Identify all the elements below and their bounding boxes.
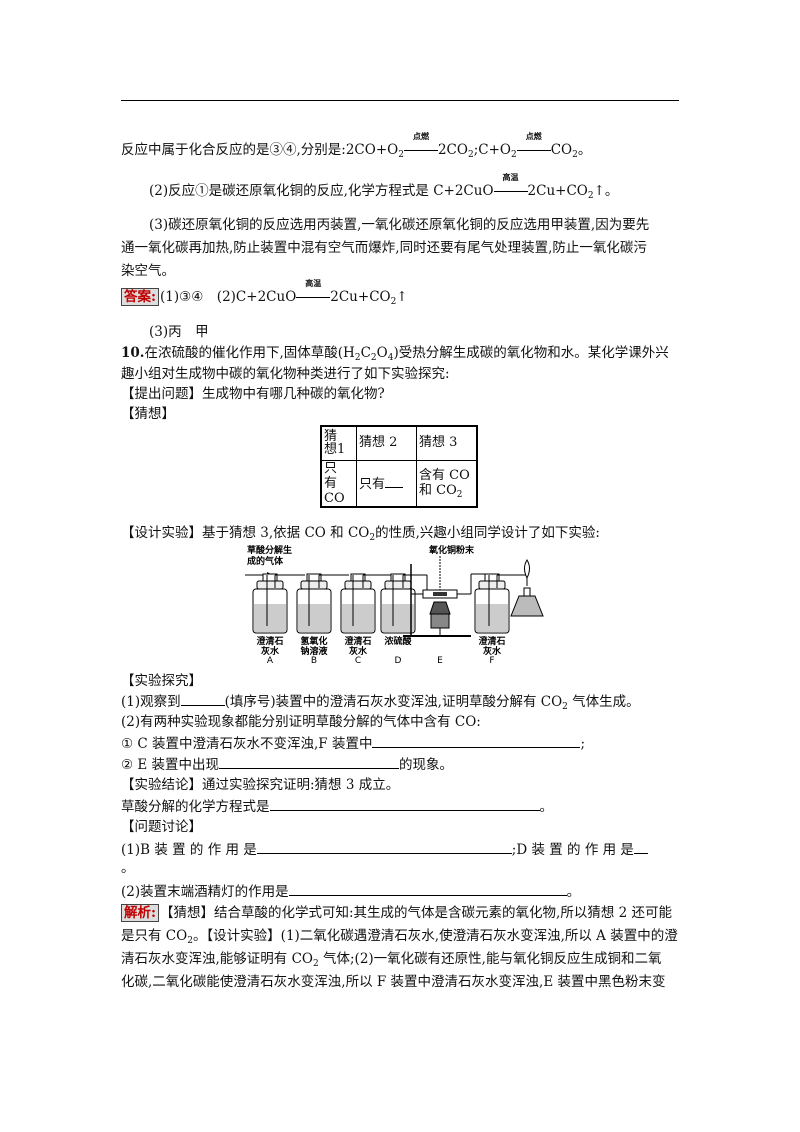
answer-blank[interactable] (372, 734, 581, 748)
conclusion-line: 【实验结论】通过实验探究证明:猜想 3 成立。 (121, 777, 400, 793)
gas-label-line-1: 草酸分解生 (247, 544, 292, 556)
guess-table-header-1: 猜 想1 (320, 425, 357, 461)
cuo-label: 氧化铜粉末 (428, 544, 475, 556)
question-10-line-2: 趣小组对生成物中碳的氧化物种类进行了如下实验探究: (121, 366, 450, 382)
bottle-c-label-2: 灰水 (349, 645, 368, 657)
apparatus-e-letter: E (437, 656, 443, 664)
answer-blank[interactable] (269, 797, 540, 811)
bottle-c-label-1: 澄清石 (344, 635, 371, 647)
bottle-b-label-2: 钠溶液 (300, 645, 328, 657)
solution-line-3: 清石灰水变浑浊,能够证明有 CO2 气体;(2)一氧化碳有还原性,能与氧化铜反应… (121, 951, 662, 969)
guess-heading: 【猜想】 (121, 406, 175, 422)
discussion-item-1-end: 。 (121, 860, 135, 876)
explore-heading: 【实验探究】 (121, 673, 202, 689)
solution-line-2: 是只有 CO2。【设计实验】(1)二氧化碳遇澄清石灰水,使澄清石灰水变浑浊,所以… (121, 928, 678, 946)
discussion-item-2: (2)装置末端酒精灯的作用是。 (121, 882, 581, 900)
bottle-d (380, 573, 427, 634)
bottle-f-label-2: 灰水 (483, 645, 502, 657)
explore-item-1: (1)观察到(填序号)装置中的澄清石灰水变浑浊,证明草酸分解有 CO2 气体生成… (121, 692, 640, 712)
bottle-b-letter: B (311, 656, 317, 664)
analysis-line-3: (3)碳还原氧化铜的反应选用丙装置,一氧化碳还原氧化铜的反应选用甲装置,因为要先 (149, 217, 650, 233)
header-rule (121, 100, 679, 101)
question-10-line-1: 10.在浓硫酸的催化作用下,固体草酸(H2C2O4)受热分解生成碳的氧化物和水。… (121, 345, 669, 363)
answer-blank[interactable] (219, 755, 400, 769)
guess-table-cell-2: 只有 (356, 459, 417, 507)
bottle-a-label-1: 澄清石 (256, 635, 283, 647)
bottle-c (340, 573, 391, 634)
guess-table-cell-1: 只 有CO (320, 459, 357, 507)
bottle-b-label-1: 氢氧化 (300, 635, 327, 647)
bottle-a (252, 573, 305, 634)
solution-line-4: 化碳,二氧化碳能使澄清石灰水变浑浊,所以 F 装置中澄清石灰水变浑浊,E 装置中… (121, 974, 666, 990)
bottle-f-letter: F (489, 656, 494, 664)
answer-blank[interactable] (288, 882, 567, 896)
guess-table-header-2: 猜想 2 (356, 425, 417, 461)
apparatus-e (403, 556, 489, 637)
equation-line: 草酸分解的化学方程式是。 (121, 797, 553, 815)
explore-item-3: ① C 装置中澄清石灰水不变浑浊,F 装置中; (121, 734, 586, 752)
bottle-a-letter: A (267, 656, 274, 664)
guess-table-header-3: 猜想 3 (416, 425, 478, 461)
explore-item-4: ② E 装置中出现的现象。 (121, 755, 454, 773)
bottle-f-label-1: 澄清石 (478, 635, 505, 647)
answer-label: 答案: (121, 288, 159, 306)
answer-blank[interactable] (385, 474, 404, 488)
analysis-label: 解析: (121, 904, 159, 922)
bottle-d-label-1: 浓硫酸 (384, 635, 412, 647)
answer-line-2: (3)丙 甲 (149, 324, 209, 340)
question-heading: 【提出问题】生成物中有哪几种碳的氧化物? (121, 386, 385, 402)
bottle-f (474, 573, 527, 634)
bottle-a-label-2: 灰水 (261, 645, 280, 657)
answer-blank[interactable] (180, 692, 225, 706)
bottle-b (296, 573, 349, 634)
explore-item-2: (2)有两种实验现象都能分别证明草酸分解的气体中含有 CO: (121, 714, 481, 730)
analysis-line-4: 通一氧化碳再加热,防止装置中混有空气而爆炸,同时还要有尾气处理装置,防止一氧化碳… (121, 240, 647, 256)
bottle-d-letter: D (395, 656, 402, 664)
alcohol-lamp (510, 559, 544, 617)
apparatus-diagram: 草酸分解生 成的气体 (245, 544, 544, 664)
discussion-item-1: (1)B 装 置 的 作 用 是;D 装 置 的 作 用 是 (121, 840, 681, 859)
bottle-c-letter: C (355, 656, 361, 664)
answer-blank[interactable] (256, 840, 512, 854)
discussion-heading: 【问题讨论】 (121, 819, 202, 835)
design-line: 【设计实验】基于猜想 3,依据 CO 和 CO2的性质,兴趣小组同学设计了如下实… (121, 525, 600, 543)
gas-label-line-2: 成的气体 (247, 555, 284, 567)
analysis-line-5: 染空气。 (121, 263, 175, 279)
solution-line-1: 解析:【猜想】结合草酸的化学式可知:其生成的气体是含碳元素的氧化物,所以猜想 2… (121, 904, 681, 922)
answer-blank[interactable] (633, 840, 648, 854)
